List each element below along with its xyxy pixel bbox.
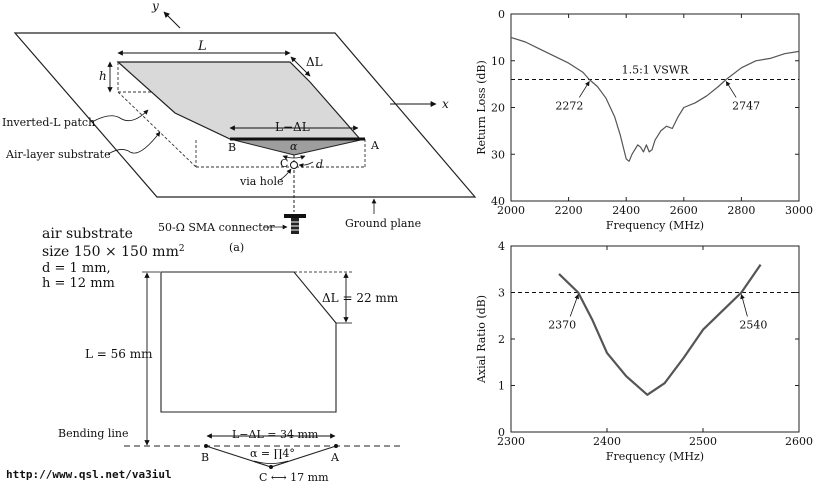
y-tick-label: 1	[498, 380, 505, 393]
antenna-3d-diagram: x y L ΔL h L−ΔL B A C α d Inverted-L pat…	[2, 0, 477, 254]
label-dL: ΔL	[306, 55, 323, 69]
leader-via	[279, 168, 292, 181]
annotation-arrow	[578, 81, 590, 98]
label-B-2d: B	[201, 451, 209, 464]
label-A-2d: A	[330, 451, 340, 464]
spec-size-text: size 150 × 150 mm	[42, 244, 179, 260]
alpha-arc-3d	[282, 155, 306, 160]
ground-plane	[13, 32, 477, 198]
sma-connector-icon	[284, 214, 306, 234]
watermark-url: http://www.qsl.net/va3iul	[6, 468, 172, 481]
x-axis-label: x	[442, 97, 449, 111]
label-sma-connector: 50-Ω SMA connector	[158, 221, 275, 234]
x-tick-label: 2500	[689, 435, 717, 448]
label-LdL34: L−ΔL = 34 mm	[232, 428, 319, 441]
y-axis-label: y	[151, 0, 159, 13]
spec-size-sup: 2	[179, 244, 185, 254]
spec-air-substrate: air substrate	[42, 226, 133, 242]
x-tick-label: 2600	[785, 435, 813, 448]
label-L: L	[197, 39, 207, 54]
x-tick-label: 2000	[497, 204, 525, 217]
x-axis-title: Frequency (MHz)	[606, 219, 704, 232]
x-tick-label: 2800	[727, 204, 755, 217]
y-tick-label: 0	[498, 8, 505, 21]
x-axis-title: Frequency (MHz)	[606, 450, 704, 463]
annotation-label: 2272	[555, 99, 583, 112]
plot-frame	[510, 245, 800, 433]
x-tick-label: 2200	[555, 204, 583, 217]
antenna-2d-diagram: Bending line L = 56 mm ΔL = 22 mm L−ΔL =…	[58, 271, 400, 484]
subfigure-label-a: (a)	[229, 241, 244, 254]
label-c17: C ⟷ 17 mm	[259, 471, 329, 484]
label-ground-plane: Ground plane	[345, 217, 421, 230]
dim-dL	[290, 56, 311, 77]
d-leader	[298, 161, 314, 168]
label-alpha-2d: α = ∏4°	[250, 447, 295, 460]
y-tick-label: 30	[491, 148, 505, 161]
label-B-3d: B	[228, 141, 236, 154]
y-axis-arrow	[163, 11, 181, 29]
y-tick-label: 4	[498, 240, 505, 253]
leader-patch	[91, 109, 149, 123]
annotation-arrow	[725, 81, 737, 98]
via-hole	[290, 161, 298, 169]
spec-h: h = 12 mm	[42, 276, 115, 291]
specs-block: air substrate size 150 × 150 mm2 d = 1 m…	[42, 226, 185, 291]
bent-patch-section	[229, 138, 366, 156]
label-dL22: ΔL = 22 mm	[322, 291, 399, 305]
label-air-substrate: Air-layer substrate	[5, 148, 111, 161]
reference-line-label: 1.5:1 VSWR	[622, 63, 689, 76]
y-tick-label: 10	[491, 55, 505, 68]
label-L56: L = 56 mm	[85, 347, 153, 361]
return-loss-chart: 2000 2200 2400 2600 2800 3000 0 10 20 30 40Frequen…	[475, 8, 813, 232]
patch-outline-2d	[160, 271, 337, 413]
label-inverted-l-patch: Inverted-L patch	[2, 116, 95, 129]
y-tick-label: 40	[491, 195, 505, 208]
x-tick-label: 2300	[497, 435, 525, 448]
y-tick-label: 3	[498, 287, 505, 300]
annotation-label: 2747	[732, 99, 760, 112]
annotation-arrow	[740, 294, 748, 317]
annotation-label: 2370	[548, 319, 576, 332]
series-line	[558, 263, 762, 396]
point-B-2d	[204, 444, 208, 448]
spec-d: d = 1 mm,	[42, 261, 111, 276]
label-h: h	[99, 69, 107, 83]
y-axis-title: Axial Ratio (dB)	[475, 295, 488, 384]
point-C-2d	[269, 465, 273, 469]
spec-size: size 150 × 150 mm2	[42, 244, 185, 260]
annotation-label: 2540	[739, 319, 767, 332]
label-C-3d: C	[280, 157, 288, 170]
point-A-2d	[334, 444, 338, 448]
x-tick-label: 2400	[612, 204, 640, 217]
alpha-arc-2d	[253, 460, 289, 464]
y-axis-title: Return Loss (dB)	[475, 60, 488, 155]
y-tick-label: 2	[498, 333, 505, 346]
y-tick-label: 0	[498, 426, 505, 439]
label-A-3d: A	[370, 139, 380, 152]
label-alpha-3d: α	[290, 140, 298, 153]
label-via-hole: via hole	[239, 175, 284, 188]
x-tick-label: 3000	[785, 204, 813, 217]
y-tick-label: 20	[491, 102, 505, 115]
label-bending-line: Bending line	[58, 427, 129, 440]
leader-substrate	[107, 131, 161, 155]
label-L-minus-dL: L−ΔL	[275, 120, 310, 134]
label-d-3d: d	[316, 158, 323, 171]
x-tick-label: 2600	[670, 204, 698, 217]
series-line	[510, 36, 800, 162]
annotation-arrow	[569, 294, 579, 317]
x-tick-label: 2400	[593, 435, 621, 448]
